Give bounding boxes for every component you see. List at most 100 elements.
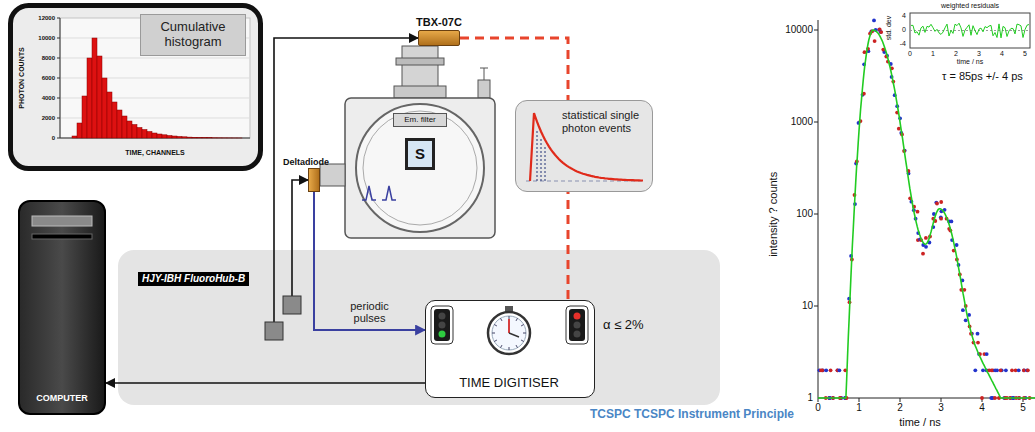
- histogram-frame: [11, 6, 261, 169]
- stopwatch-tick: [494, 340, 497, 342]
- histogram-bar: [172, 136, 177, 138]
- histogram-bar: [197, 137, 202, 139]
- histogram-bar: [182, 137, 187, 138]
- axis-tick: 6000: [42, 75, 55, 82]
- axis-tick: 0: [908, 50, 912, 58]
- axis-tick: 4: [979, 402, 985, 414]
- axis-tick: 3: [938, 402, 944, 414]
- axis-title: TIME, CHANNELS: [125, 149, 185, 157]
- traffic-light: [566, 306, 588, 344]
- data-point: [985, 352, 989, 356]
- histogram-bar: [217, 137, 222, 138]
- device-label: COMPUTER: [20, 393, 104, 403]
- stopwatch-tick: [523, 333, 526, 334]
- fit-curve: [818, 30, 1035, 398]
- histogram-bar: [137, 128, 142, 139]
- data-point: [973, 368, 977, 372]
- data-point: [820, 368, 824, 372]
- data-point: [879, 30, 883, 34]
- parameter-note: α ≤ 2%: [603, 318, 644, 333]
- histogram-bar: [97, 56, 102, 138]
- caption: TCSPC TCSPC Instrument Principle: [590, 408, 794, 422]
- histogram-bar: [112, 102, 117, 138]
- callout-text: statistical single photon events: [562, 109, 648, 134]
- sample-label: S: [415, 145, 425, 162]
- decay-plot-axes: [818, 20, 1035, 398]
- traffic-lamp: [439, 331, 446, 338]
- traffic-lamp: [439, 322, 446, 329]
- decay-plot-axes: [910, 13, 1030, 48]
- histogram-bar: [162, 135, 167, 138]
- data-point: [924, 236, 928, 240]
- histogram-bar: [237, 137, 242, 138]
- histogram-bar: [192, 137, 197, 139]
- connector: [274, 38, 418, 250]
- data-point: [950, 220, 954, 224]
- axis-tick: 5: [1020, 402, 1026, 414]
- histogram-bar: [87, 58, 92, 138]
- inset-title: weighted residuals: [941, 2, 999, 10]
- data-point: [976, 341, 980, 345]
- traffic-light: [431, 306, 453, 344]
- connector: [106, 382, 425, 384]
- axis-tick: 0: [815, 402, 821, 414]
- histogram-bar: [152, 133, 157, 138]
- laser-diode-box: Deltadiode: [308, 168, 320, 192]
- axis-tick: 2000: [42, 115, 55, 122]
- data-point: [981, 368, 985, 372]
- part-label: Em. filter: [404, 115, 436, 124]
- stopwatch-tick: [521, 340, 524, 342]
- stopwatch: [488, 312, 530, 354]
- power-wire: [273, 250, 275, 322]
- data-point: [993, 396, 997, 400]
- histogram-bar: [142, 130, 147, 139]
- data-point: [1010, 368, 1014, 372]
- drive-slot: [32, 234, 92, 239]
- data-point: [964, 318, 968, 322]
- histogram-bar: [227, 137, 232, 138]
- data-point: [1004, 368, 1008, 372]
- data-point: [879, 30, 883, 34]
- data-point: [935, 202, 939, 206]
- histogram-bar: [177, 136, 182, 138]
- stopwatch-tick: [521, 325, 524, 327]
- histogram-bar: [212, 137, 217, 138]
- sample-chamber: [345, 98, 495, 238]
- axis-tick: 2: [954, 50, 958, 58]
- histogram-bar: [107, 92, 112, 138]
- sample-chamber: [363, 111, 477, 225]
- axis-tick: 1000: [791, 116, 813, 128]
- sample-chamber: [356, 104, 484, 232]
- traffic-light: [434, 309, 450, 341]
- histogram-bar: [147, 132, 152, 139]
- emission-filter-box: Em. filter: [393, 113, 447, 127]
- stopwatch-tick: [516, 345, 518, 348]
- data-point: [1025, 368, 1029, 372]
- data-point: [821, 368, 825, 372]
- histogram-bar: [187, 137, 192, 139]
- sample-chamber: [396, 58, 444, 65]
- axis-tick: 4: [1000, 50, 1004, 58]
- data-point: [961, 308, 965, 312]
- axis-tick: 10: [802, 300, 813, 312]
- data-point: [939, 217, 943, 221]
- data-point: [924, 245, 928, 249]
- axis-title: time / ns: [899, 416, 941, 429]
- stopwatch-face: [492, 316, 526, 350]
- axis-tick: 5: [1023, 50, 1027, 58]
- band-title: HJY-IBH FluoroHub-B: [138, 272, 249, 286]
- histogram-bar: [157, 134, 162, 138]
- stopwatch-tick: [494, 325, 497, 327]
- axis-title: std. dev: [885, 16, 893, 41]
- histogram-bar: [167, 136, 172, 139]
- stopwatch-tick: [501, 345, 503, 348]
- sample-chamber: [362, 186, 396, 200]
- data-point: [838, 368, 842, 372]
- data-point: [921, 252, 925, 256]
- computer-details: [20, 202, 104, 413]
- histogram-title-box: Cumulative histogram: [140, 14, 246, 56]
- stopwatch-tick: [492, 333, 495, 334]
- stopwatch-tick: [509, 347, 510, 350]
- histogram-bar: [77, 123, 82, 138]
- histogram-frame: [11, 6, 261, 169]
